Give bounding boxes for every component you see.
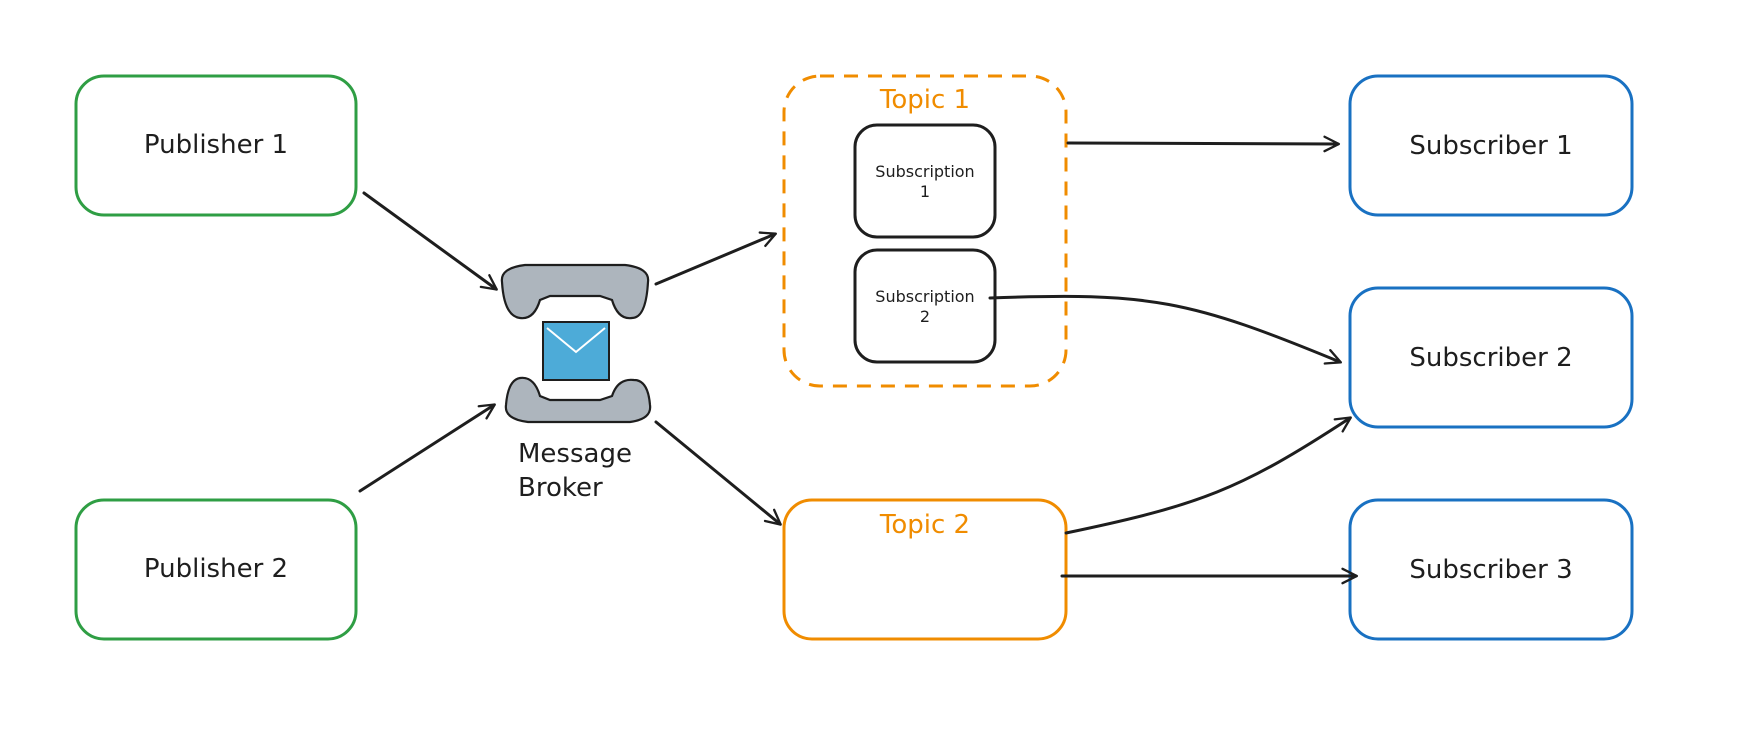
topic-1-node[interactable]: Topic 1 Subscription 1 Subscription 2 — [782, 74, 1068, 388]
subscription-2-label: Subscription — [875, 287, 974, 306]
subscriber-3-node[interactable]: Subscriber 3 — [1348, 498, 1634, 641]
topic-2-label: Topic 2 — [879, 510, 970, 540]
message-broker[interactable]: Message Broker — [500, 263, 652, 503]
topic-2-node[interactable]: Topic 2 — [782, 498, 1068, 641]
arrow-subscription2-to-subscriber2 — [988, 294, 1343, 365]
arrow-subscription1-to-subscriber1 — [1066, 135, 1341, 153]
arrow-publisher1-to-broker — [362, 191, 498, 291]
publisher-1-label: Publisher 1 — [144, 130, 288, 160]
arrow-broker-to-topic1 — [654, 231, 777, 286]
connections — [358, 135, 1359, 585]
subscription-2-number: 2 — [920, 307, 930, 326]
subscription-2[interactable]: Subscription 2 — [853, 248, 997, 364]
subscriber-3-label: Subscriber 3 — [1409, 555, 1572, 585]
broker-label-line2: Broker — [518, 473, 603, 503]
subscriber-2-label: Subscriber 2 — [1409, 343, 1572, 373]
arrow-publisher2-to-broker — [358, 403, 496, 493]
publisher-2-node[interactable]: Publisher 2 — [74, 498, 358, 641]
arrow-broker-to-topic2 — [654, 420, 782, 526]
broker-label-line1: Message — [518, 439, 632, 469]
subscriber-2-node[interactable]: Subscriber 2 — [1348, 286, 1634, 429]
subscriber-1-label: Subscriber 1 — [1409, 131, 1572, 161]
publisher-2-label: Publisher 2 — [144, 554, 288, 584]
topic-1-label: Topic 1 — [879, 85, 970, 115]
subscription-1[interactable]: Subscription 1 — [853, 123, 997, 239]
subscriber-1-node[interactable]: Subscriber 1 — [1348, 74, 1634, 217]
subscription-1-number: 1 — [920, 182, 930, 201]
arrow-topic2-to-subscriber2 — [1064, 416, 1352, 535]
phone-envelope-icon — [500, 263, 652, 424]
publisher-1-node[interactable]: Publisher 1 — [74, 74, 358, 217]
subscription-1-label: Subscription — [875, 162, 974, 181]
